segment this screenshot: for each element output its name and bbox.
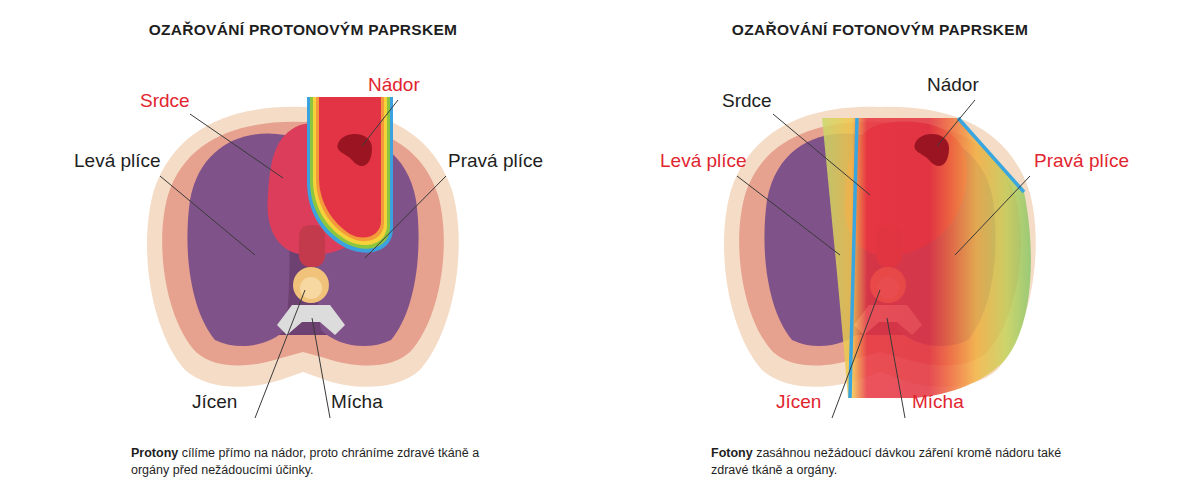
leader-line xyxy=(190,114,283,178)
leader-line xyxy=(955,176,1030,255)
panel-title: OZAŘOVÁNÍ PROTONOVÝM PAPRSKEM xyxy=(103,21,503,39)
dose-band xyxy=(310,97,390,249)
organ-label: Mícha xyxy=(912,391,964,413)
tumor xyxy=(337,134,372,166)
organ-label: Nádor xyxy=(368,74,420,96)
caption-paragraph: Protonycílíme přímo na nádor, proto chrá… xyxy=(131,445,483,480)
organ-label: Jícen xyxy=(192,391,237,413)
leader-lines xyxy=(160,100,446,418)
leader-line xyxy=(773,114,870,195)
organ-label: Srdce xyxy=(140,90,190,112)
dose-band xyxy=(313,97,387,245)
organ-label: Srdce xyxy=(722,90,772,112)
organ-label: Levá plíce xyxy=(74,150,161,172)
organ-label: Levá plíce xyxy=(660,150,747,172)
organ-label: Pravá plíce xyxy=(448,150,543,172)
caption-text: zasáhnou nežádoucí dávkou záření kromě n… xyxy=(711,446,1061,477)
organ-label: Mícha xyxy=(331,391,383,413)
dose-edge xyxy=(958,118,1024,192)
leader-line xyxy=(255,290,305,418)
dose-core xyxy=(319,97,381,238)
caption-text: cílíme přímo na nádor, proto chráníme zd… xyxy=(131,446,479,477)
leader-line xyxy=(737,176,840,255)
organ-label: Nádor xyxy=(927,74,979,96)
torso-proton xyxy=(147,107,459,387)
leader-line xyxy=(937,100,975,146)
leader-line xyxy=(365,176,446,258)
proton-dose xyxy=(307,97,393,253)
dose-band xyxy=(307,97,393,253)
leader-line xyxy=(160,176,255,255)
organ-label: Pravá plíce xyxy=(1034,150,1129,172)
caption-paragraph: Fotonyzasáhnou nežádoucí dávkou záření k… xyxy=(711,445,1079,480)
caption-bold: Fotony xyxy=(711,446,753,460)
organ-label: Jícen xyxy=(776,391,821,413)
tumor xyxy=(914,134,949,166)
leader-line xyxy=(362,100,398,146)
photon-dose xyxy=(822,118,1031,398)
caption-bold: Protony xyxy=(131,446,178,460)
dose-edge xyxy=(850,118,857,398)
leader-line xyxy=(312,318,330,418)
leader-line xyxy=(832,290,880,418)
dose-band xyxy=(316,97,384,241)
panel-title: OZAŘOVÁNÍ FOTONOVÝM PAPRSKEM xyxy=(680,21,1080,39)
leader-line xyxy=(887,318,905,418)
leader-lines xyxy=(737,100,1030,418)
